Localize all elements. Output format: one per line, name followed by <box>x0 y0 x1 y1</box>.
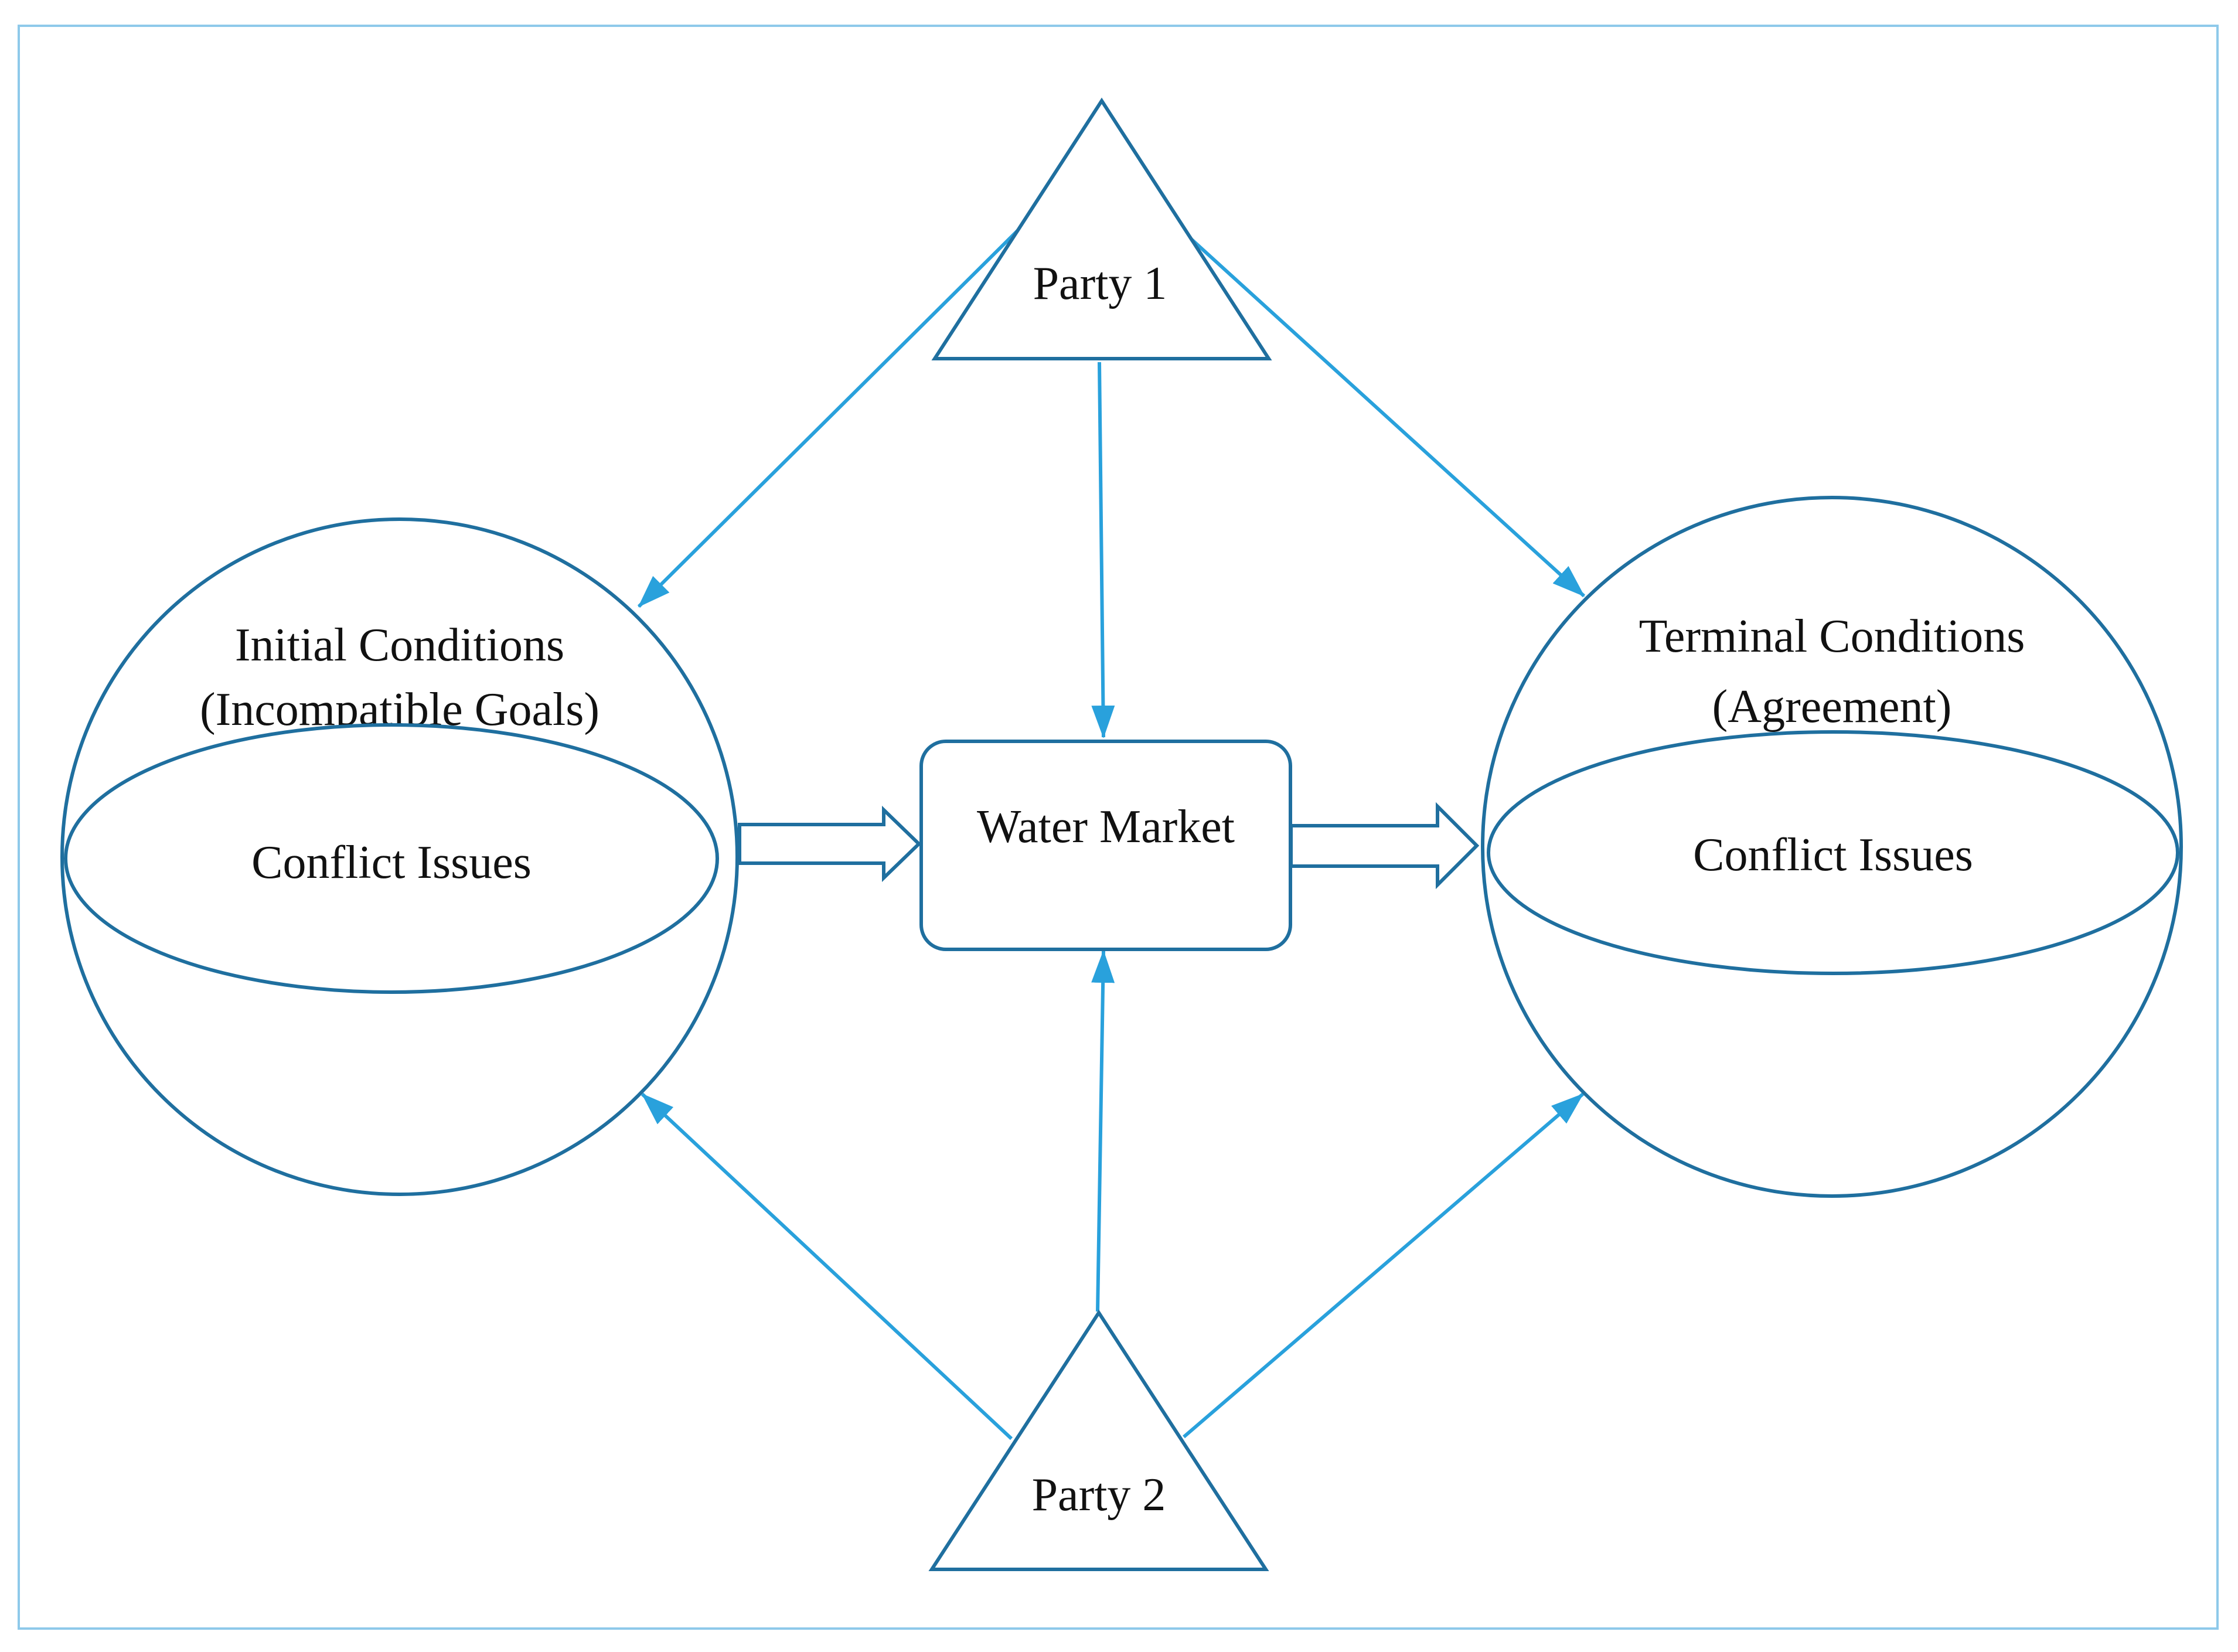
initial-conflict-issues-ellipse <box>64 723 719 994</box>
arrow-party1-to-initial <box>637 227 1021 608</box>
party1-node: Party 1 <box>931 97 1272 360</box>
block-arrow-initial-to-market <box>738 805 922 883</box>
arrow-party1-to-water-market <box>1091 362 1115 738</box>
terminal-conditions-title: Terminal Conditions <box>1639 611 2025 662</box>
terminal-conditions-sphere <box>1481 496 2183 1198</box>
block-arrow-market-to-terminal <box>1289 802 1480 890</box>
water-market-label: Water Market <box>977 801 1235 853</box>
initial-conditions-node: Initial Conditions (Incompatible Goals) … <box>60 517 739 1196</box>
water-market-box <box>919 740 1292 951</box>
arrow-party2-to-terminal <box>1183 1092 1584 1439</box>
diagram-frame <box>18 25 2219 1630</box>
water-market-node: Water Market <box>919 740 1292 951</box>
party2-label: Party 2 <box>1032 1469 1166 1521</box>
party1-label: Party 1 <box>1033 258 1167 309</box>
connector-arrows <box>637 227 1586 1440</box>
initial-conditions-sphere <box>60 517 739 1196</box>
terminal-conditions-subtitle: (Agreement) <box>1712 681 1952 733</box>
terminal-conflict-issues-label: Conflict Issues <box>1693 829 1973 881</box>
arrow-party2-to-initial <box>641 1092 1013 1440</box>
arrow-party1-to-terminal <box>1178 227 1586 598</box>
arrow-party2-to-water-market <box>1091 950 1115 1312</box>
terminal-conditions-node: Terminal Conditions (Agreement) Conflict… <box>1481 496 2183 1198</box>
terminal-conflict-issues-ellipse <box>1487 730 2179 975</box>
initial-conflict-issues-label: Conflict Issues <box>251 837 532 888</box>
party2-node: Party 2 <box>928 1309 1269 1571</box>
party2-triangle <box>928 1309 1269 1571</box>
party1-triangle <box>931 97 1272 360</box>
initial-conditions-title: Initial Conditions <box>235 619 564 671</box>
